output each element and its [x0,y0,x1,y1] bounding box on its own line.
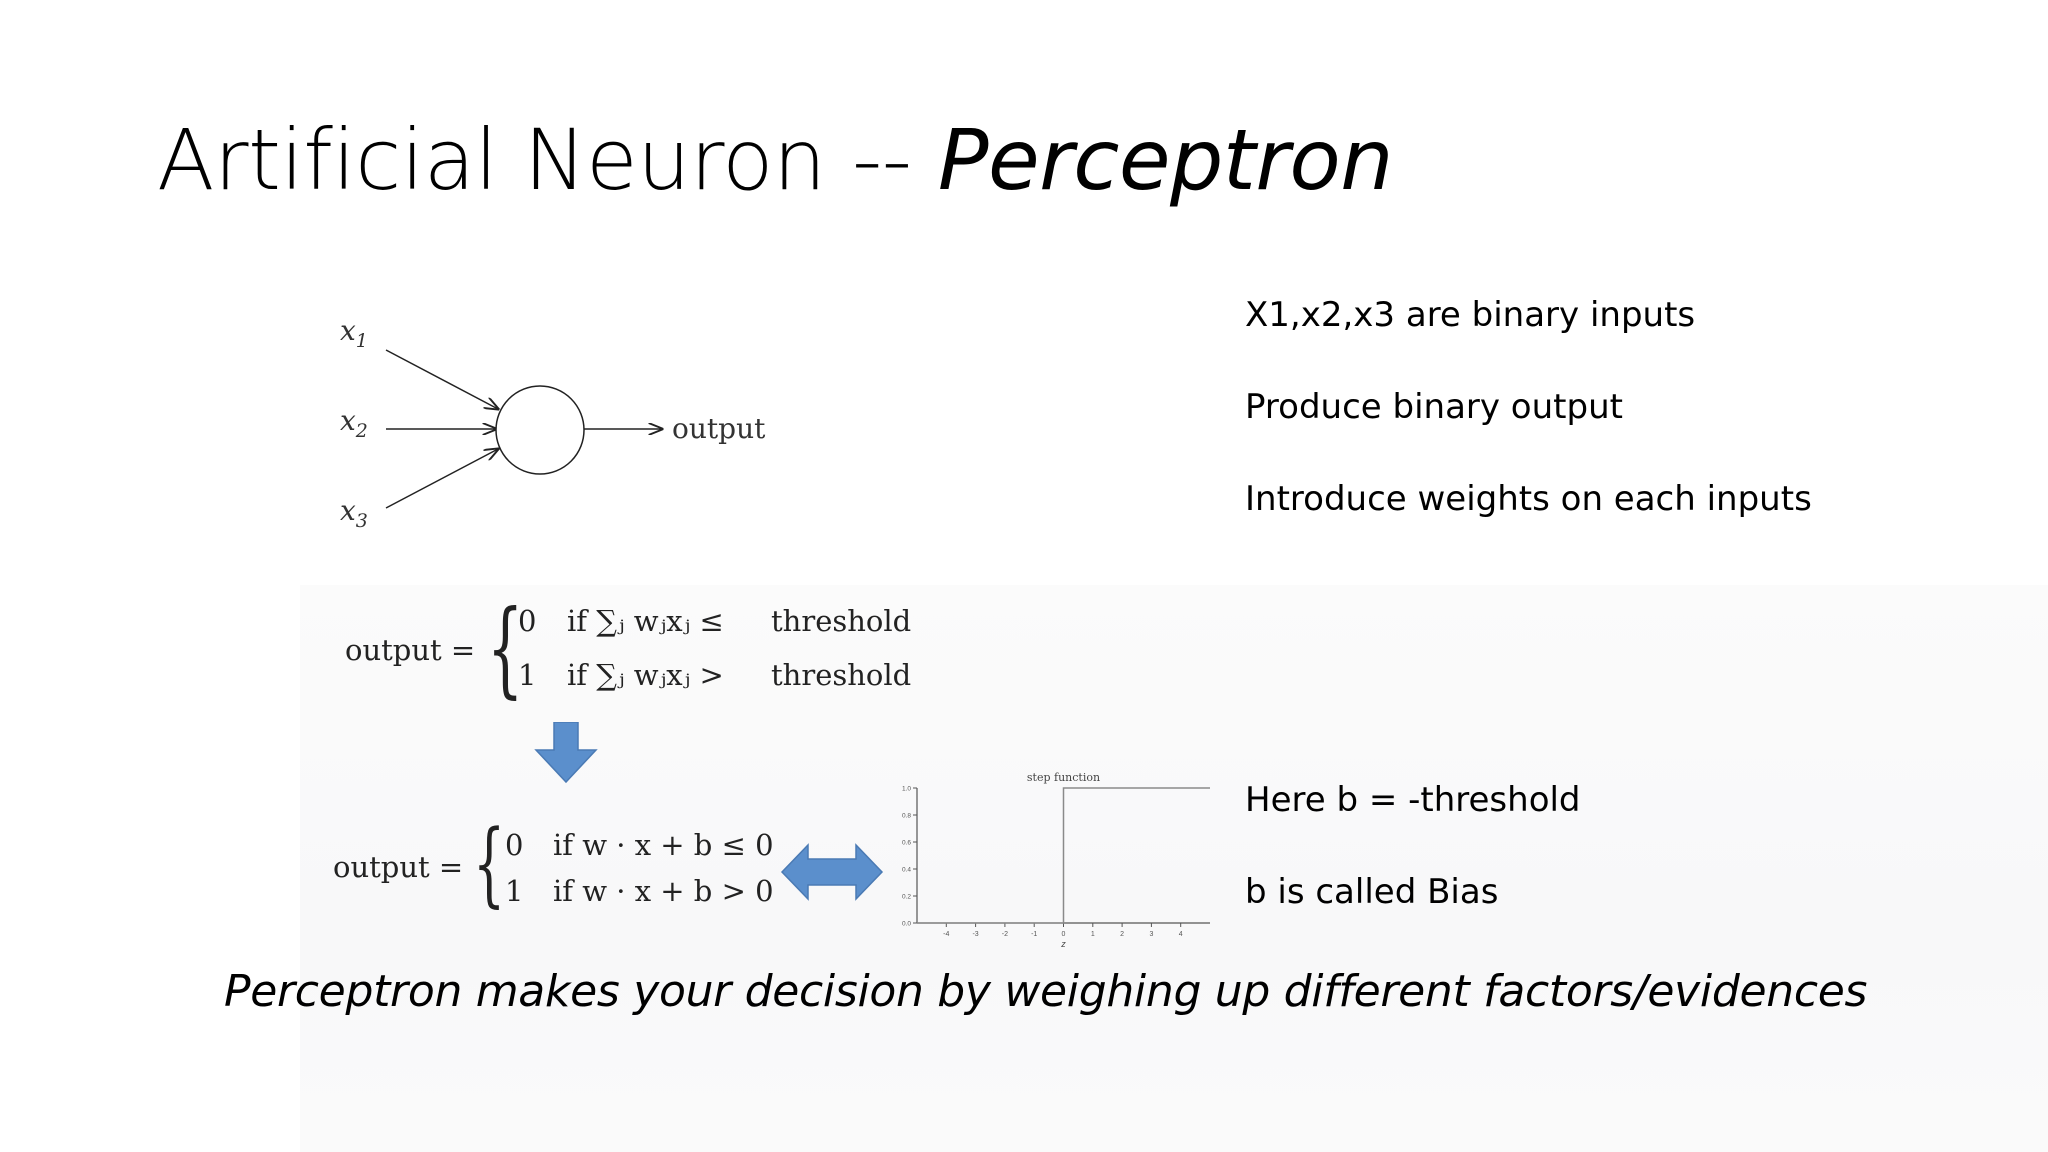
background-wash [300,585,2048,1152]
formula1-case0-rhs: threshold [771,604,912,638]
chart-y-tick-label: 0.4 [902,867,911,874]
slide-title: Artificial Neuron -- Perceptron [157,118,1393,202]
formula1-case1-condition: if ∑ⱼ wⱼxⱼ > [567,658,724,692]
note-binary-output: Produce binary output [1245,387,1623,427]
note-weights: Introduce weights on each inputs [1245,479,1812,519]
formula2-brace: { [473,810,506,917]
double-arrow-icon [780,843,884,901]
input-x3-edge [385,449,498,509]
formula1-case1-rhs: threshold [771,658,912,692]
input-x3-label: x3 [340,494,368,532]
down-arrow-icon [534,722,598,784]
note-bias-name: b is called Bias [1245,872,1499,912]
input-x2-label: x2 [340,404,368,442]
formula2-case1-condition: if w · x + b > 0 [553,874,774,908]
formula2-case0-value: 0 [505,828,524,862]
formula1-brace: { [487,587,524,709]
chart-x-tick-label: 3 [1149,931,1153,938]
perceptron-diagram: x1 x2 x3 output [340,314,766,532]
title-main: Artificial Neuron -- [157,111,938,209]
chart-y-tick-label: 0.0 [902,921,911,928]
chart-x-tick-label: -3 [972,931,978,938]
formula1-case1-value: 1 [518,658,537,692]
formula1-case0-value: 0 [518,604,537,638]
output-node-label: output [672,412,766,445]
chart-y-tick-label: 1.0 [902,786,911,793]
input-x1-edge [385,349,498,409]
threshold-formula: output = { 0 if ∑ⱼ wⱼxⱼ ≤ threshold 1 if… [345,596,911,710]
chart-y-tick-label: 0.8 [902,813,911,820]
chart-x-tick-label: 0 [1062,931,1066,938]
formula2-case0-condition: if w · x + b ≤ 0 [553,828,774,862]
title-emphasis: Perceptron [937,111,1394,209]
chart-x-tick-label: -1 [1031,931,1037,938]
chart-x-tick-label: 2 [1120,931,1124,938]
chart-x-tick-label: 4 [1179,931,1183,938]
chart-step-line [917,787,1210,924]
slide-caption: Perceptron makes your decision by weighi… [224,966,1868,1017]
chart-x-tick-label: 1 [1091,931,1095,938]
input-x1-label: x1 [340,314,368,352]
note-binary-inputs: X1,x2,x3 are binary inputs [1245,295,1696,335]
chart-y-tick-label: 0.6 [902,840,911,847]
formula1-case0-condition: if ∑ⱼ wⱼxⱼ ≤ [567,604,724,638]
chart-x-tick-label: -4 [943,931,949,938]
chart-x-tick-label: -2 [1002,931,1008,938]
formula2-case1-value: 1 [505,874,524,908]
chart-title: step function [1027,771,1100,784]
chart-y-tick-label: 0.2 [902,894,911,901]
note-bias-definition: Here b = -threshold [1245,780,1581,820]
step-function-chart: step function -4 -3 -2 -1 0 1 2 3 4 0.0 0.2 0.4 0.6 0.… [902,771,1210,949]
bias-formula: output = { 0 if w · x + b ≤ 0 1 if w · x… [333,818,793,926]
formula2-lhs: output = [333,850,464,884]
neuron-node [495,385,585,475]
formula1-lhs: output = [345,633,476,667]
chart-x-label: z [1060,939,1066,949]
